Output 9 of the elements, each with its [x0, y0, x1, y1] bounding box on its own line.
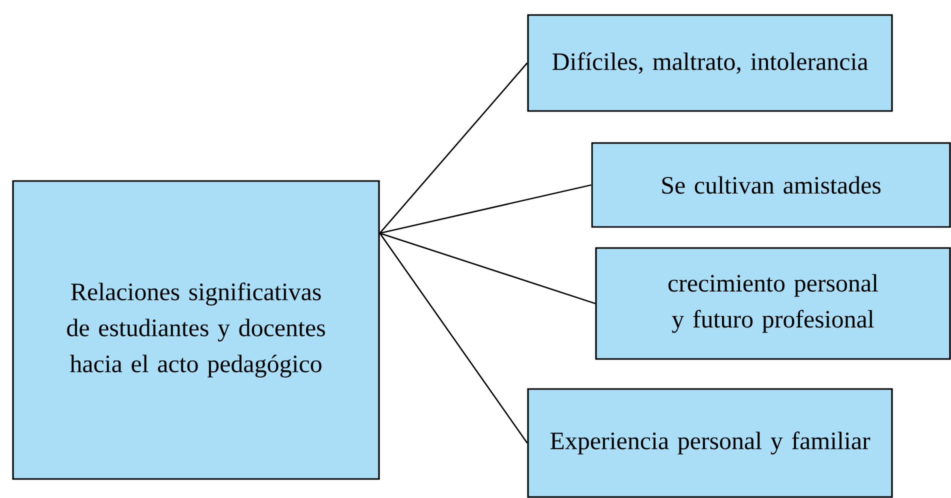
text-box: crecimiento personal y futuro profesional [595, 247, 951, 360]
connector-line [379, 232, 528, 444]
text-box: Experiencia personal y familiar [527, 388, 893, 498]
text-box: Difíciles, maltrato, intolerancia [527, 14, 893, 112]
text-box: Relaciones significativas de estudiantes y docentes hacia el acto pedagógico [12, 180, 380, 480]
connector-line [379, 62, 528, 234]
text-box: Se cultivan amistades [591, 142, 951, 228]
connector-line [380, 184, 592, 234]
connector-line [380, 232, 596, 304]
